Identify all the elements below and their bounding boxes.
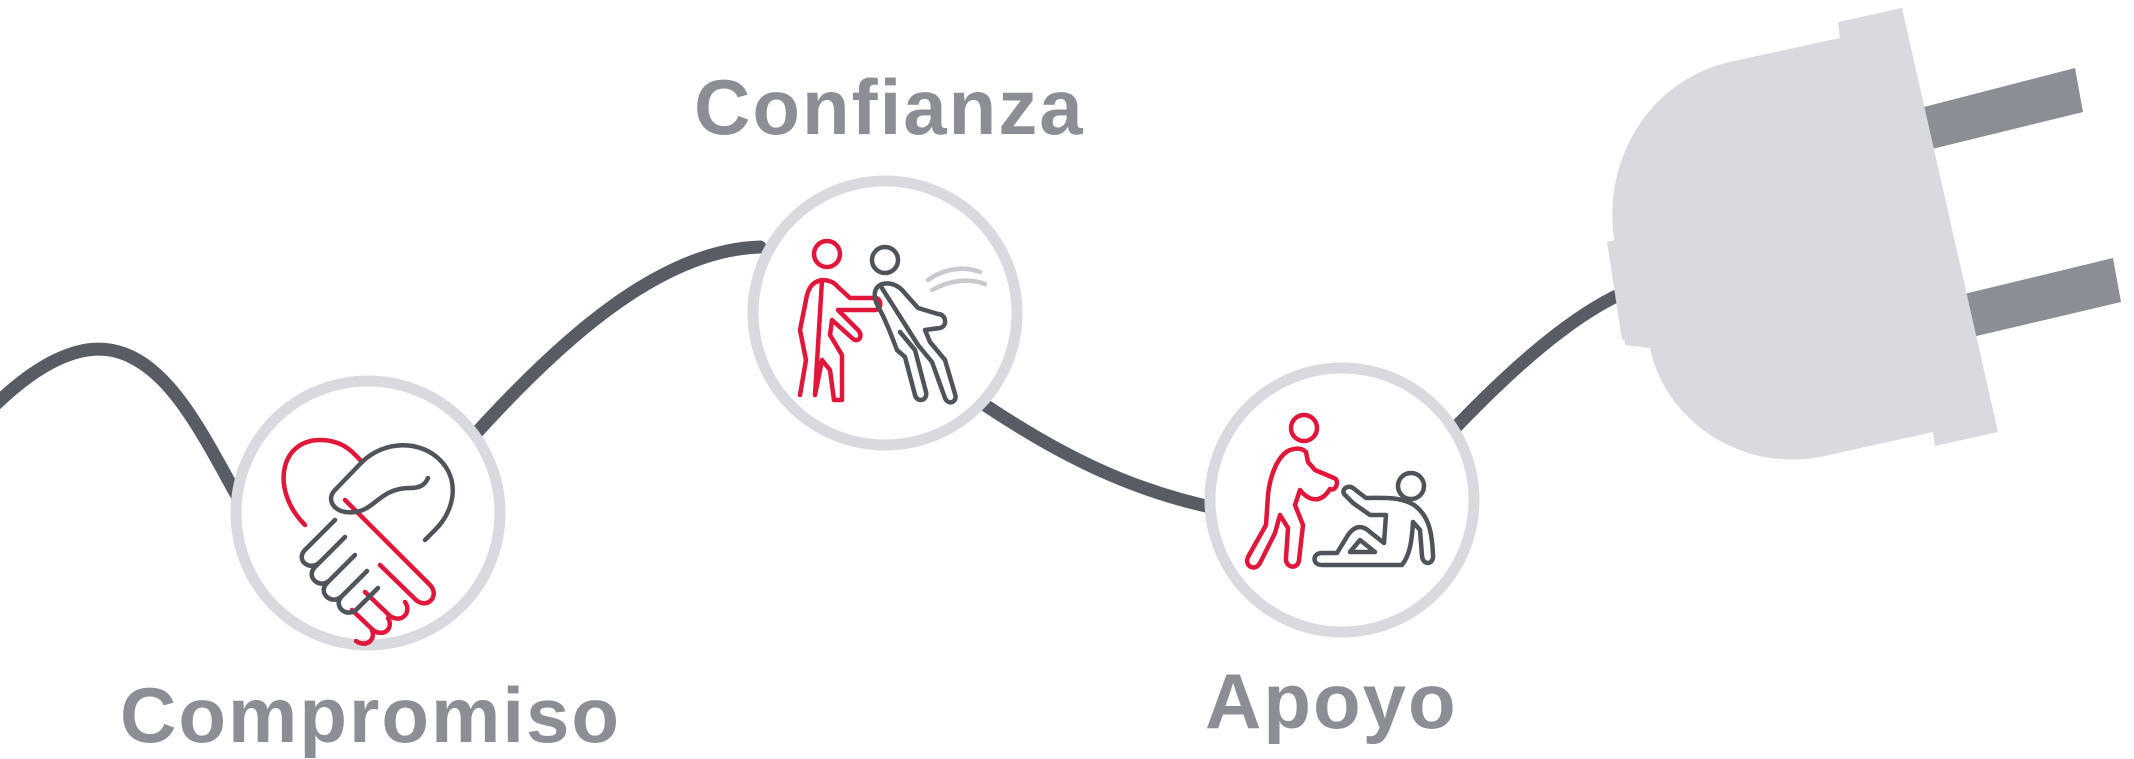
person-catching-falling-person-icon <box>797 238 988 405</box>
person-helping-injured-person-icon <box>1244 412 1436 570</box>
cable-line <box>0 240 1637 517</box>
plug-body <box>1607 8 1998 460</box>
label-compromiso: Compromiso <box>120 671 622 759</box>
milestone-confianza <box>747 175 1023 451</box>
milestone-apoyo <box>1204 362 1480 638</box>
power-plug-icon <box>1607 8 2121 460</box>
label-confianza: Confianza <box>694 63 1085 151</box>
label-apoyo: Apoyo <box>1205 657 1458 745</box>
milestone-ring <box>230 375 506 651</box>
plug-prong-bottom <box>1960 258 2121 338</box>
milestone-ring <box>1204 362 1480 638</box>
milestone-ring <box>747 175 1023 451</box>
handshake-icon <box>281 437 455 646</box>
plug-prong-top <box>1920 68 2083 150</box>
milestone-compromiso <box>230 375 506 651</box>
